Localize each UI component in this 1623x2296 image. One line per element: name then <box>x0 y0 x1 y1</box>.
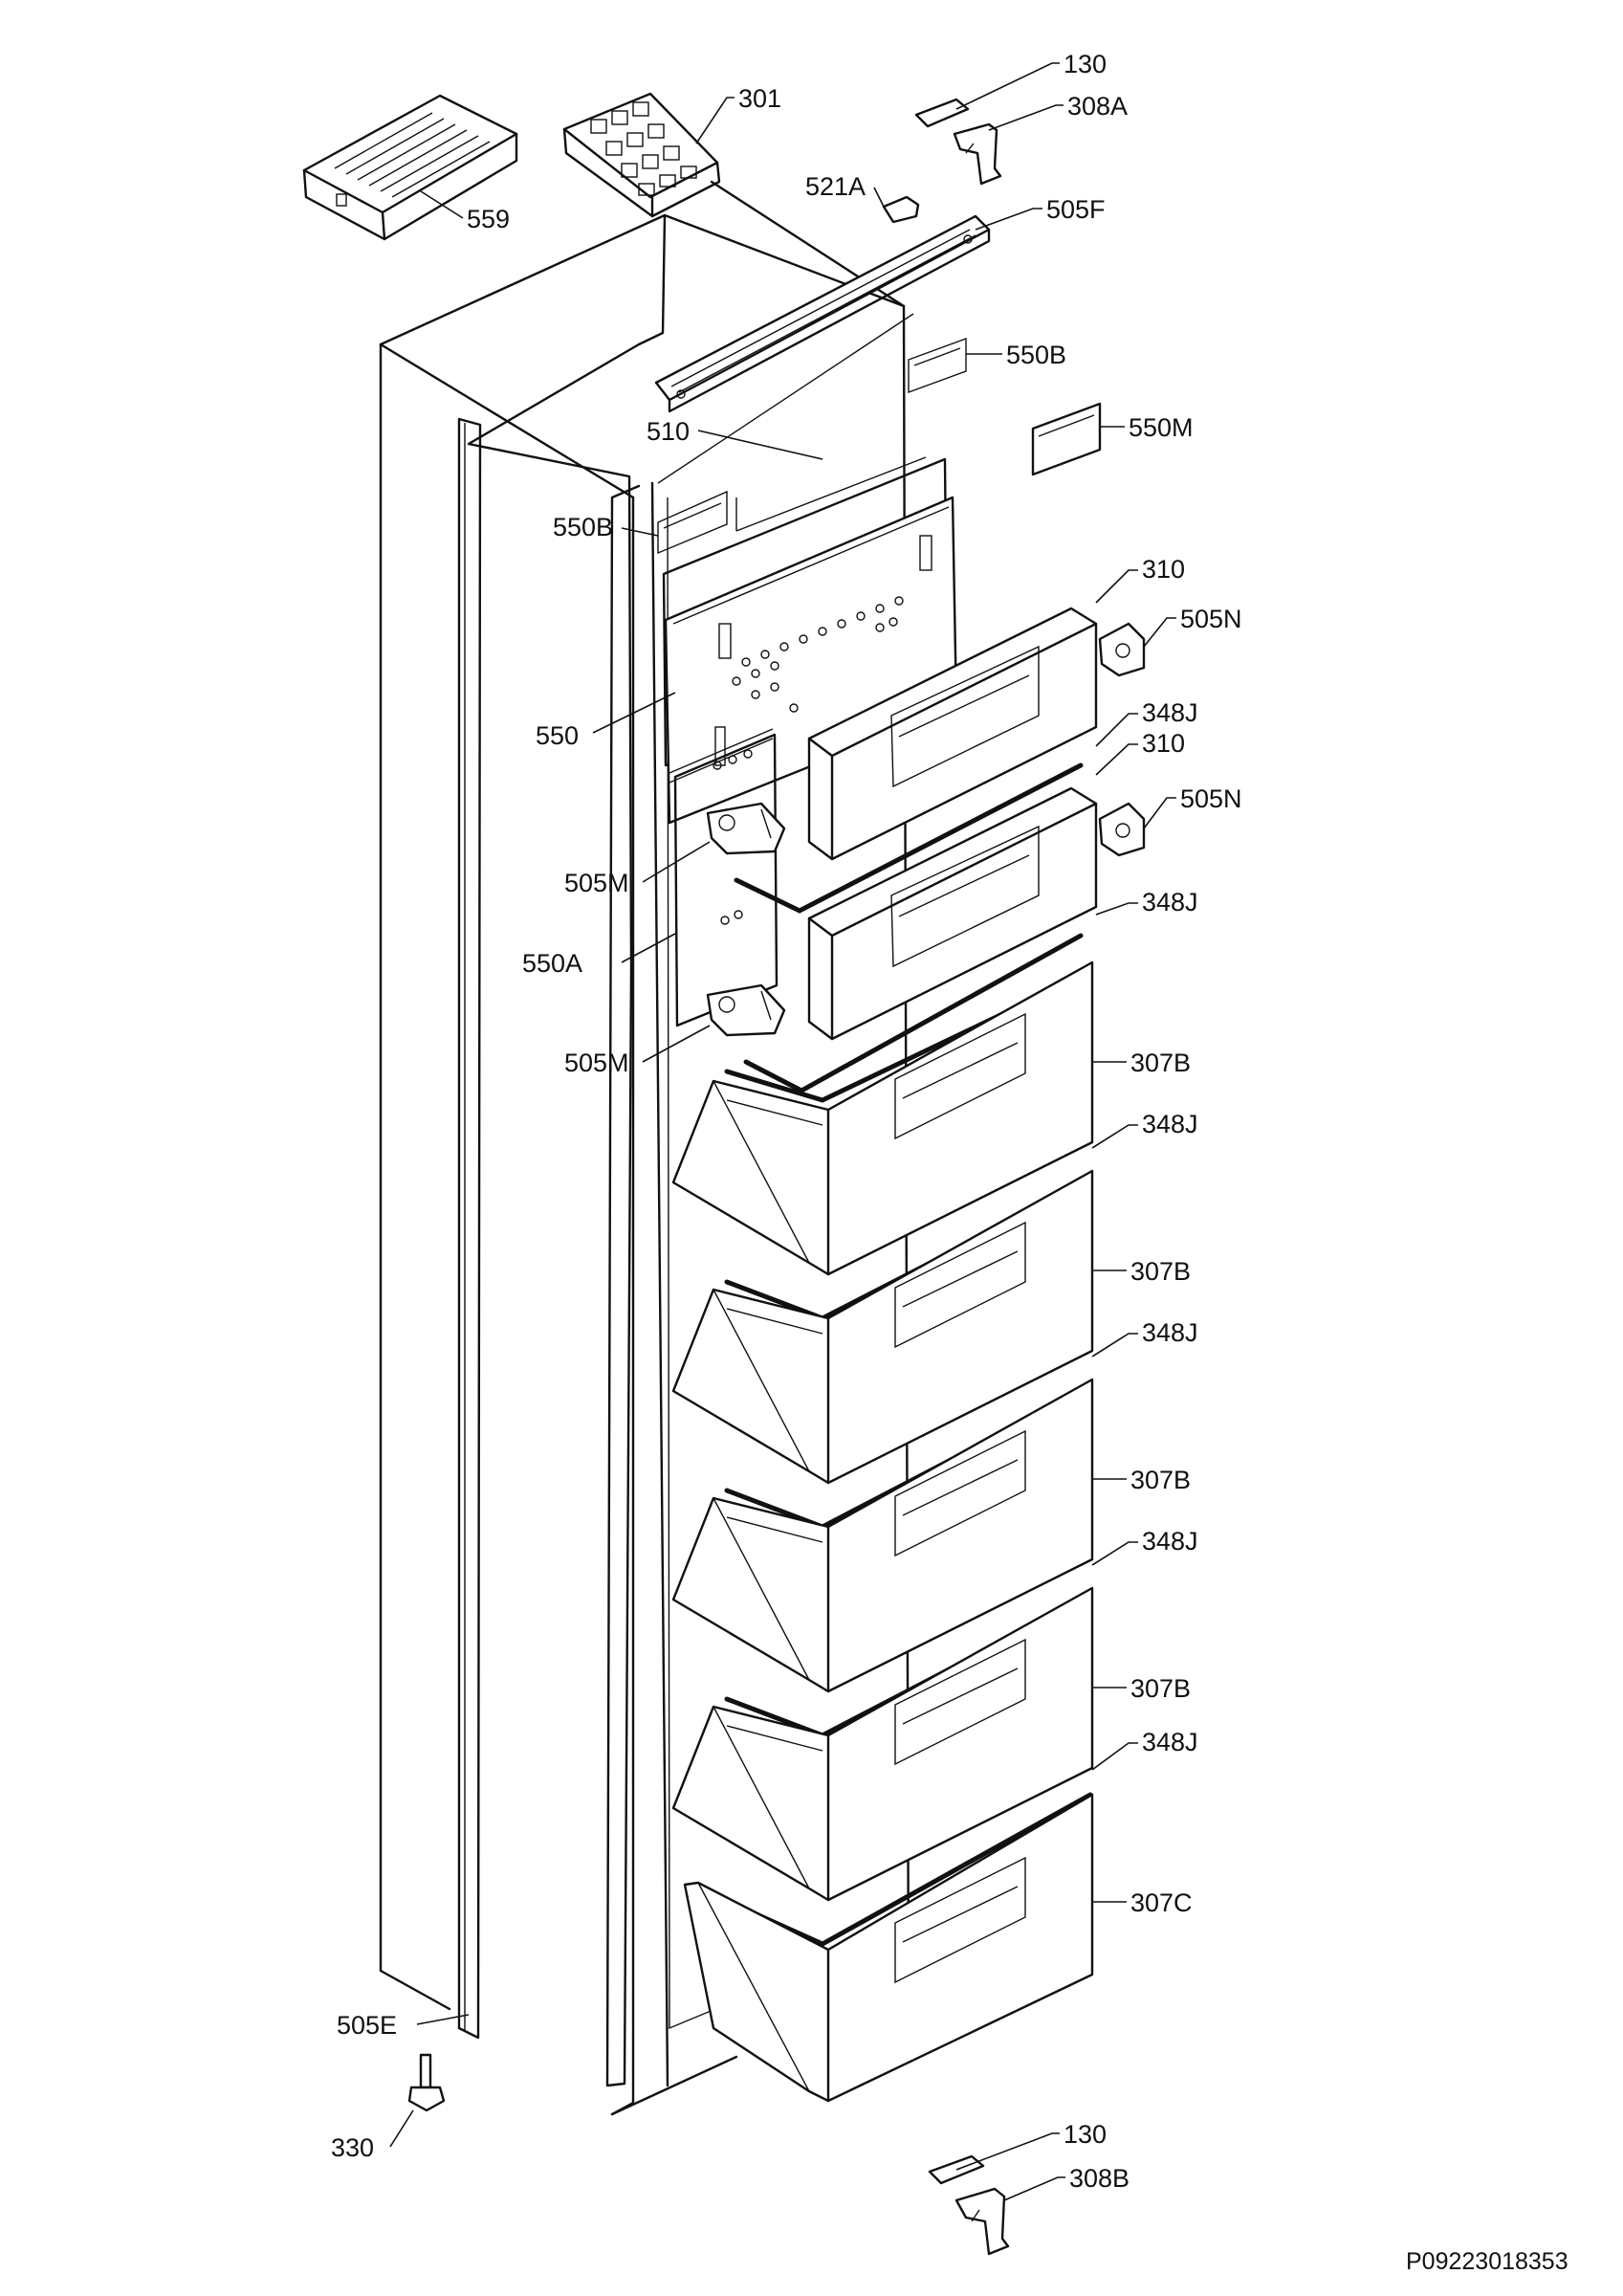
drawer-2 <box>671 1169 1094 1485</box>
adjustable-foot <box>407 2053 446 2112</box>
callout-130-top: 130 <box>1064 50 1107 78</box>
callout-308a: 308A <box>1067 92 1128 121</box>
ice-tray <box>562 92 721 218</box>
seal-2 <box>743 933 1084 1093</box>
drawer-3 <box>671 1378 1094 1693</box>
label-plate-left <box>657 490 728 555</box>
clip-lower <box>1098 802 1146 857</box>
callout-505m-lower: 505M <box>564 1049 629 1077</box>
callout-307c: 307C <box>1130 1888 1193 1917</box>
callout-510: 510 <box>647 417 690 446</box>
callout-550m: 550M <box>1129 413 1194 442</box>
callout-310-upper: 310 <box>1142 555 1185 584</box>
callout-348j-6: 348J <box>1142 1728 1198 1756</box>
callout-330: 330 <box>331 2133 374 2162</box>
callout-559: 559 <box>467 205 510 233</box>
callout-307b-3: 307B <box>1130 1466 1191 1494</box>
callout-505m-upper: 505M <box>564 869 629 897</box>
freezer-flap-upper <box>807 607 1098 861</box>
callout-348j-5: 348J <box>1142 1527 1198 1556</box>
callout-130-bottom: 130 <box>1064 2120 1107 2149</box>
callout-505f: 505F <box>1046 195 1106 224</box>
lower-back-panel <box>673 733 779 1027</box>
callout-307b-2: 307B <box>1130 1257 1191 1286</box>
callout-550a: 550A <box>522 949 582 978</box>
label-plate-top <box>908 337 967 394</box>
latch-part <box>882 195 920 224</box>
freezer-flap-lower <box>807 786 1098 1041</box>
rating-label <box>1031 402 1102 476</box>
callout-550: 550 <box>536 721 579 750</box>
slide-bracket-lower <box>706 983 786 1037</box>
callout-301: 301 <box>738 84 781 113</box>
top-hinge-assembly <box>914 98 1002 186</box>
callout-307b-4: 307B <box>1130 1674 1191 1703</box>
callout-505e: 505E <box>337 2011 397 2040</box>
slide-bracket-upper <box>706 802 786 855</box>
seal-1 <box>734 762 1084 914</box>
callout-550b-left: 550B <box>553 513 613 541</box>
callout-348j-2: 348J <box>1142 888 1198 916</box>
callout-550b-top: 550B <box>1006 341 1066 369</box>
callout-505n-lower: 505N <box>1180 784 1242 813</box>
top-rail <box>654 214 991 413</box>
leader-lines <box>389 62 1176 2201</box>
callout-521a: 521A <box>805 172 866 201</box>
drawer-bottom <box>683 1793 1094 2103</box>
drawer-4 <box>671 1586 1094 1902</box>
ice-tray-cover <box>302 94 518 241</box>
reference-code: P09223018353 <box>1406 2248 1568 2275</box>
clip-upper <box>1098 622 1146 677</box>
callout-310-lower: 310 <box>1142 729 1185 758</box>
callout-348j-3: 348J <box>1142 1110 1198 1138</box>
callout-308b: 308B <box>1069 2164 1130 2193</box>
callout-348j-1: 348J <box>1142 698 1198 727</box>
cabinet-body <box>379 180 914 2116</box>
callout-505n-upper: 505N <box>1180 605 1242 633</box>
callout-348j-4: 348J <box>1142 1318 1198 1347</box>
door-gasket-strip <box>457 417 482 2040</box>
callout-307b-1: 307B <box>1130 1049 1191 1077</box>
callout-labels: 130 308A 301 559 521A 505F 550B 550M 510… <box>331 50 1242 2193</box>
drawer-1 <box>671 960 1094 1276</box>
bottom-hinge-assembly <box>928 2154 1010 2256</box>
